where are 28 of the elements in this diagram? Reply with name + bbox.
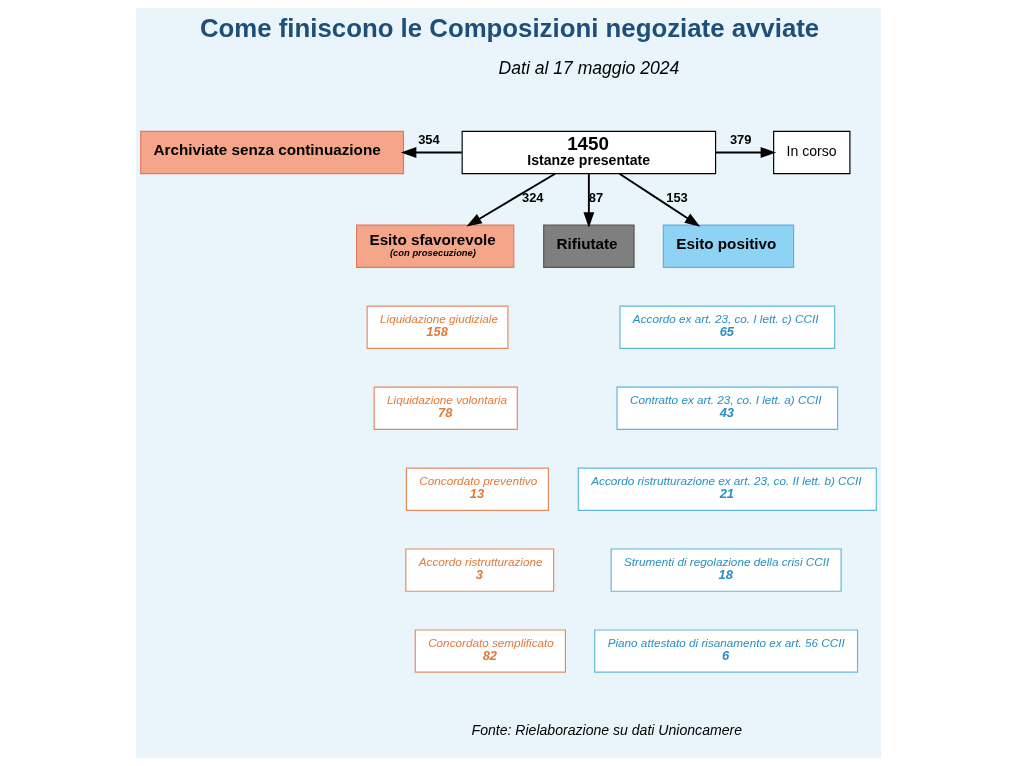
node-box: Esito sfavorevole (con prosecuzione) — [355, 224, 514, 269]
arrow — [582, 173, 594, 228]
arrow — [618, 172, 700, 227]
node-box: Rifiutate — [542, 224, 635, 269]
edge-label: 354 — [417, 132, 440, 148]
node-box: Concordato preventivo 13 — [405, 467, 549, 511]
node-box: Piano attestato di risanamento ex art. 56 CCII 6 — [593, 629, 858, 673]
node-box: Accordo ristrutturazione 3 — [404, 548, 554, 592]
node-box: Strumenti di regolazione della crisi CCII 18 — [610, 548, 842, 592]
node-box: Liquidazione giudiziale 158 — [366, 305, 508, 349]
edge-label: 153 — [665, 189, 688, 205]
label: Dati al 17 maggio 2024 — [498, 58, 679, 79]
node-box: Accordo ristrutturazione ex art. 23, co. II lett. b) CCII 21 — [577, 467, 877, 511]
caption: Fonte: Rielaborazione su dati Unioncamere — [471, 721, 742, 738]
node-box: In corso — [772, 130, 850, 175]
arrow — [465, 172, 556, 227]
edge-label: 324 — [521, 189, 544, 205]
node-box: 1450 Istanze presentate — [461, 130, 716, 175]
node-box: Archiviate senza continuazione — [139, 130, 404, 175]
arrow — [400, 147, 463, 158]
edge-label: 379 — [729, 132, 751, 148]
node-box: Liquidazione volontaria 78 — [373, 386, 518, 430]
node-box: Contratto ex art. 23, co. I lett. a) CCII 43 — [615, 386, 838, 430]
diagram-title: Come finiscono le Composizioni negoziate avviate — [199, 14, 819, 43]
node-box: Esito positivo — [662, 224, 794, 269]
node-box: Concordato semplificato 82 — [414, 629, 566, 673]
node-box: Accordo ex art. 23, co. I lett. c) CCII 65 — [618, 305, 835, 349]
arrow — [714, 147, 776, 158]
